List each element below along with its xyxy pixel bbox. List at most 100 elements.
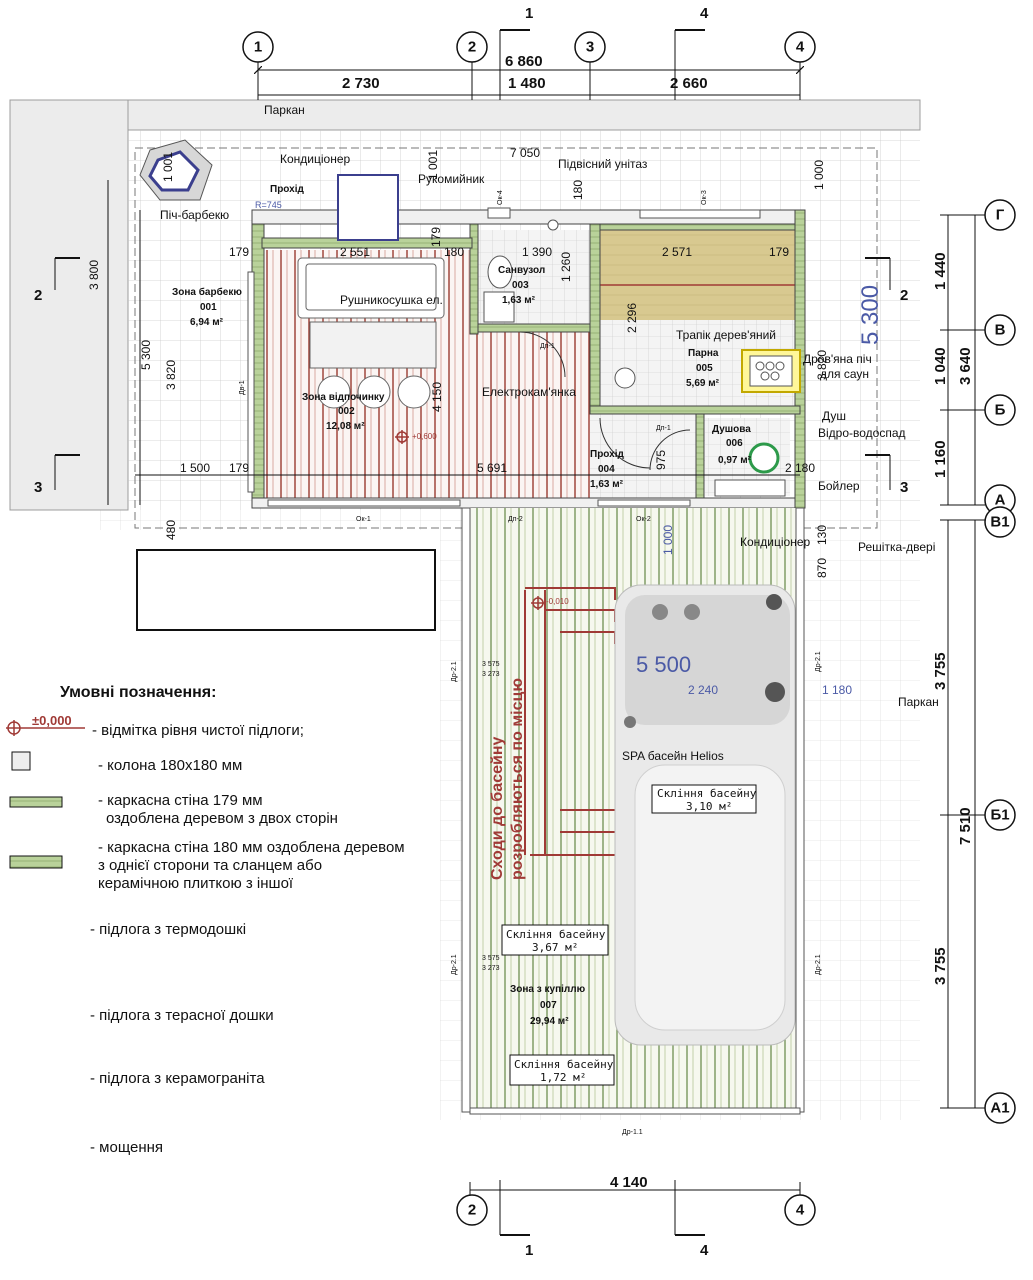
room-area: 0,97 м²	[718, 455, 752, 466]
room-num: 006	[726, 438, 743, 449]
axis-top-2: 2	[468, 39, 476, 56]
dim-2551: 2 551	[340, 245, 370, 259]
label-fireplace: Електрокам'янка	[482, 385, 576, 399]
axis-right-a1: А1	[990, 1100, 1009, 1117]
tag-dp1a: Дп-1	[540, 343, 555, 350]
room-num: 003	[512, 280, 529, 291]
legend-item-wall180-1: - каркасна стіна 180 мм оздоблена дерево…	[98, 839, 405, 856]
room-num: 005	[696, 363, 713, 374]
dim-1500: 1 500	[180, 461, 210, 475]
section-1-top: 1	[525, 5, 533, 22]
dimension-lines	[54, 30, 985, 1235]
tag-dr21a: Др-2.1	[451, 661, 458, 682]
glazing-3: Скління басейну 1,72 м²	[509, 1054, 615, 1086]
axis-top-3: 3	[586, 39, 594, 56]
dim-7050: 7 050	[510, 146, 540, 160]
label-r745: R=745	[255, 200, 282, 210]
dim-right-3755a: 3 755	[932, 652, 949, 690]
room-name: Прохід	[590, 449, 624, 460]
section-flags	[55, 29, 890, 1236]
room-shower: Душова 006 0,97 м²	[712, 424, 752, 466]
dim-179c: 179	[229, 461, 249, 475]
dim-1000-top: 1 000	[812, 160, 826, 190]
dim-179a: 179	[229, 245, 249, 259]
room-name: Санвузол	[498, 265, 545, 276]
dim-3575a: 3 575	[482, 661, 500, 668]
label-wood-stove-2: для саун	[820, 367, 869, 381]
room-num: 001	[200, 302, 217, 313]
tag-ok1: Ок-1	[356, 516, 371, 523]
dim-2571: 2 571	[662, 245, 692, 259]
room-area: 29,94 м²	[530, 1016, 569, 1027]
axis-top-4: 4	[796, 39, 805, 56]
outdoor-block	[136, 549, 436, 631]
section-3-left: 3	[34, 479, 42, 496]
axis-bubbles	[242, 31, 1016, 1226]
dim-bottom-total: 4 140	[610, 1174, 648, 1191]
dim-4150: 4 150	[430, 382, 444, 412]
glazing-area: 1,72 м²	[540, 1071, 586, 1084]
room-bathroom: Санвузол 003 1,63 м²	[498, 265, 545, 306]
legend-level-symbol	[6, 720, 85, 736]
label-ladder: Трапік дерев'яний	[676, 328, 776, 342]
glazing-area: 3,67 м²	[532, 941, 578, 954]
legend-column-symbol	[11, 751, 31, 771]
legend-item-paving: - мощення	[90, 1139, 163, 1156]
section-2-left: 2	[34, 287, 42, 304]
legend-title: Умовні позначення:	[60, 684, 216, 701]
label-shower: Душ	[822, 409, 846, 423]
tag-ok2: Ок-2	[636, 516, 651, 523]
room-sauna: Парна 005 5,69 м²	[686, 348, 720, 389]
label-fence-top: Паркан	[264, 103, 305, 117]
dim-2240: 2 240	[688, 683, 718, 697]
dim-3273a: 3 273	[482, 671, 500, 678]
dim-1260: 1 260	[559, 252, 573, 282]
room-area: 5,69 м²	[686, 378, 720, 389]
room-num: 007	[540, 1000, 557, 1011]
section-4-bottom: 4	[700, 1242, 709, 1259]
dim-975: 975	[654, 450, 668, 470]
dim-right-3640: 3 640	[957, 347, 974, 385]
bathroom-fixtures	[483, 219, 559, 323]
label-boiler: Бойлер	[818, 479, 860, 493]
floor-passage	[590, 410, 700, 498]
dim-top-c: 2 660	[670, 75, 708, 92]
dim-right-7510: 7 510	[957, 807, 974, 845]
wood-stove	[741, 349, 801, 393]
section-3-right: 3	[900, 479, 908, 496]
label-ac-top: Кондиціонер	[280, 152, 351, 166]
label-towel-dryer: Рушникосушка ел.	[340, 293, 443, 307]
dim-right-1040: 1 040	[932, 347, 949, 385]
axis-right-b1: Б1	[990, 807, 1009, 824]
axis-right-g: Г	[996, 207, 1005, 224]
dim-3273b: 3 273	[482, 965, 500, 972]
legend-item-wall179-1: - каркасна стіна 179 мм	[98, 792, 263, 809]
tag-dp2: Дп-2	[508, 516, 523, 523]
label-passage-top: Прохід	[270, 184, 304, 195]
label-stairs-2: розробляються по місцю	[509, 678, 526, 880]
heater	[614, 367, 636, 389]
ac-unit-top	[337, 174, 399, 241]
dim-top-total: 6 860	[505, 53, 543, 70]
spa-pool	[614, 584, 796, 1046]
dim-1001a: 1 001	[161, 152, 175, 182]
dim-big-5500: 5 500	[636, 652, 691, 677]
dim-right-1160: 1 160	[932, 440, 949, 478]
legend-item-level: - відмітка рівня чистої підлоги;	[92, 722, 304, 739]
section-4-top: 4	[700, 5, 709, 22]
glazing-title: Скління басейну	[514, 1058, 614, 1071]
dim-1000b: 1 000	[661, 525, 675, 555]
label-washbasin: Рукомийник	[418, 172, 485, 186]
dim-2180: 2 180	[785, 461, 815, 475]
axis-bottom-2: 2	[468, 1202, 476, 1219]
legend-item-wall179-2: оздоблена деревом з двох сторін	[106, 810, 338, 827]
label-grate-door: Решітка-двері	[858, 540, 935, 554]
dim-left-3820: 3 820	[164, 360, 178, 390]
dim-big-5300: 5 300	[857, 285, 884, 345]
legend-item-column: - колона 180х180 мм	[98, 757, 242, 774]
label-spa: SPA басейн Helios	[622, 749, 724, 763]
dim-3820b: 3 820	[815, 350, 829, 380]
axis-top-1: 1	[254, 39, 262, 56]
room-name: Парна	[688, 348, 719, 359]
legend-level-mark: ±0,000	[32, 713, 72, 728]
